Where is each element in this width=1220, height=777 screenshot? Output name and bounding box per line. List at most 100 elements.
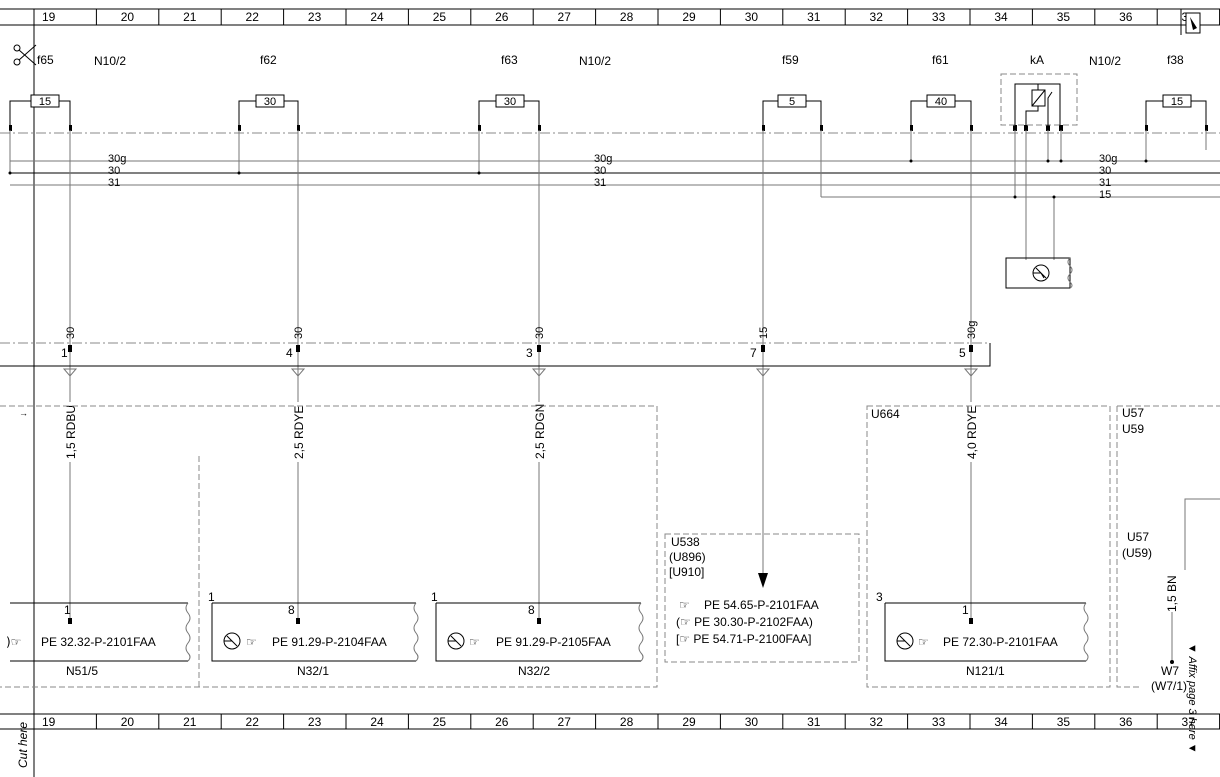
wire-terminal-label: 30 (534, 327, 546, 339)
bus-label-31: 31 (594, 177, 606, 189)
ground-name-alt: (W7/1) (1151, 679, 1187, 693)
top-grid-column-number: 20 (121, 10, 135, 24)
label-n10-2-a: N10/2 (94, 54, 126, 68)
top-grid-column-number: 30 (745, 10, 759, 24)
pointing-hand-icon: ☞ (918, 635, 929, 649)
bottom-grid-column-number: 21 (183, 715, 197, 729)
top-grid-column-number: 24 (370, 10, 384, 24)
label-f62: f62 (260, 53, 277, 67)
fuse-rating: 40 (935, 96, 947, 108)
ground-w7: 1,5 BN W7 (W7/1) (1151, 498, 1220, 693)
option-code-u664: U664 (871, 407, 900, 421)
triangle-markers (62, 368, 979, 377)
module-pin: 1 (962, 603, 969, 617)
bottom-grid-column-number: 22 (246, 715, 260, 729)
wire-terminal-label: 30g (966, 321, 978, 339)
connector-pin: 4 (286, 346, 293, 360)
cut-here-text: Cut here (16, 722, 30, 768)
fuse-rating: 5 (789, 96, 795, 108)
connector-pin: 5 (959, 346, 966, 360)
fuse-rating: 30 (504, 96, 516, 108)
connector-pin: 1 (61, 346, 68, 360)
module-ref: PE 91.29-P-2105FAA (496, 635, 611, 649)
fuse-f63: 30 (478, 94, 540, 127)
pointing-hand-icon: ☞ (469, 635, 480, 649)
wire-color-label: 4,0 RDYE (965, 406, 979, 459)
top-grid-column-number: 26 (495, 10, 509, 24)
option-code-u59: U59 (1122, 422, 1144, 436)
module-ref: PE 54.65-P-2101FAA (704, 598, 819, 612)
bottom-grid-column-number: 19 (42, 715, 56, 729)
top-grid-column-number: 34 (994, 10, 1008, 24)
bottom-grid-column-number: 36 (1119, 715, 1133, 729)
connector-pin: 7 (750, 346, 757, 360)
bottom-grid-column-number: 20 (121, 715, 135, 729)
bottom-grid-column-number: 25 (433, 715, 447, 729)
label-f59: f59 (782, 53, 799, 67)
label-f38: f38 (1167, 53, 1184, 67)
option-code: U538 (671, 535, 700, 549)
pointing-hand-icon: ☞ (246, 635, 257, 649)
connector-strip: 1 4 3 7 5 (0, 342, 991, 377)
bottom-grid-column-number: 34 (994, 715, 1008, 729)
fuse-f59: 5 (762, 94, 822, 127)
module-ref: PE 91.29-P-2104FAA (272, 635, 387, 649)
top-grid-column-number: 32 (870, 10, 884, 24)
module-name: N32/2 (518, 664, 550, 678)
top-grid-column-number: 35 (1057, 10, 1071, 24)
bus-label-31: 31 (1099, 177, 1111, 189)
transistor-icon (223, 632, 241, 650)
top-grid-column-number: 23 (308, 10, 322, 24)
affix-page-text: ▼ Affix page 3 here ▼ (1186, 643, 1198, 754)
bottom-grid-column-number: 23 (308, 715, 322, 729)
relay-ka (1000, 73, 1078, 127)
module-pin: 3 (876, 590, 883, 604)
label-n10-2-b: N10/2 (579, 54, 611, 68)
top-grid-column-number: 28 (620, 10, 634, 24)
ground-name: W7 (1161, 664, 1179, 678)
module-n32-2: 1 8 ☞ PE 91.29-P-2105FAA N32/2 (431, 590, 644, 678)
bus-label-15: 15 (1099, 189, 1111, 201)
bus-label-30g: 30g (108, 153, 126, 165)
bus-label-30: 30 (1099, 165, 1111, 177)
module-n121-1: 3 1 ☞ PE 72.30-P-2101FAA N121/1 (876, 590, 1089, 678)
transistor-icon (447, 632, 465, 650)
label-f61: f61 (932, 53, 949, 67)
label-ka: kA (1030, 53, 1044, 67)
bus-label-31: 31 (108, 177, 120, 189)
bus-label-30: 30 (108, 165, 120, 177)
option-code: [U910] (669, 565, 704, 579)
module-pin: 8 (528, 603, 535, 617)
module-name: N121/1 (966, 664, 1005, 678)
top-grid-column-number: 31 (807, 10, 821, 24)
bottom-grid-column-number: 24 (370, 715, 384, 729)
top-grid-column-number: 33 (932, 10, 946, 24)
module-ref: [☞ PE 54.71-P-2100FAA] (676, 632, 812, 646)
bottom-grid-column-number: 29 (682, 715, 696, 729)
label-f63: f63 (501, 53, 518, 67)
wire-terminal-label: 30 (293, 327, 305, 339)
fuse-rating: 15 (39, 96, 51, 108)
option-code-u59: (U59) (1122, 546, 1152, 560)
arrow-right-icon: → (19, 408, 28, 418)
bottom-grid-column-number: 33 (932, 715, 946, 729)
fuse-f61: 40 (910, 94, 972, 127)
option-code: (U896) (669, 550, 706, 564)
fuse-f62: 30 (238, 94, 299, 127)
module-n32-1: 1 8 ☞ PE 91.29-P-2104FAA N32/1 (208, 590, 419, 678)
wire-color-label: 1,5 RDBU (64, 405, 78, 459)
bus-label-30g: 30g (1099, 153, 1117, 165)
fuse-rating: 30 (264, 96, 276, 108)
pointing-hand-icon: )☞ (6, 635, 21, 649)
transistor-icon (896, 632, 914, 650)
fuse-f38: 15 (1145, 94, 1207, 127)
module-pin: 1 (64, 603, 71, 617)
top-grid-column-number: 19 (42, 10, 56, 24)
top-grid-column-number: 36 (1119, 10, 1133, 24)
module-ref: (☞ PE 30.30-P-2102FAA) (676, 615, 813, 629)
arrow-down-icon (758, 573, 768, 588)
bottom-grid-column-number: 32 (870, 715, 884, 729)
